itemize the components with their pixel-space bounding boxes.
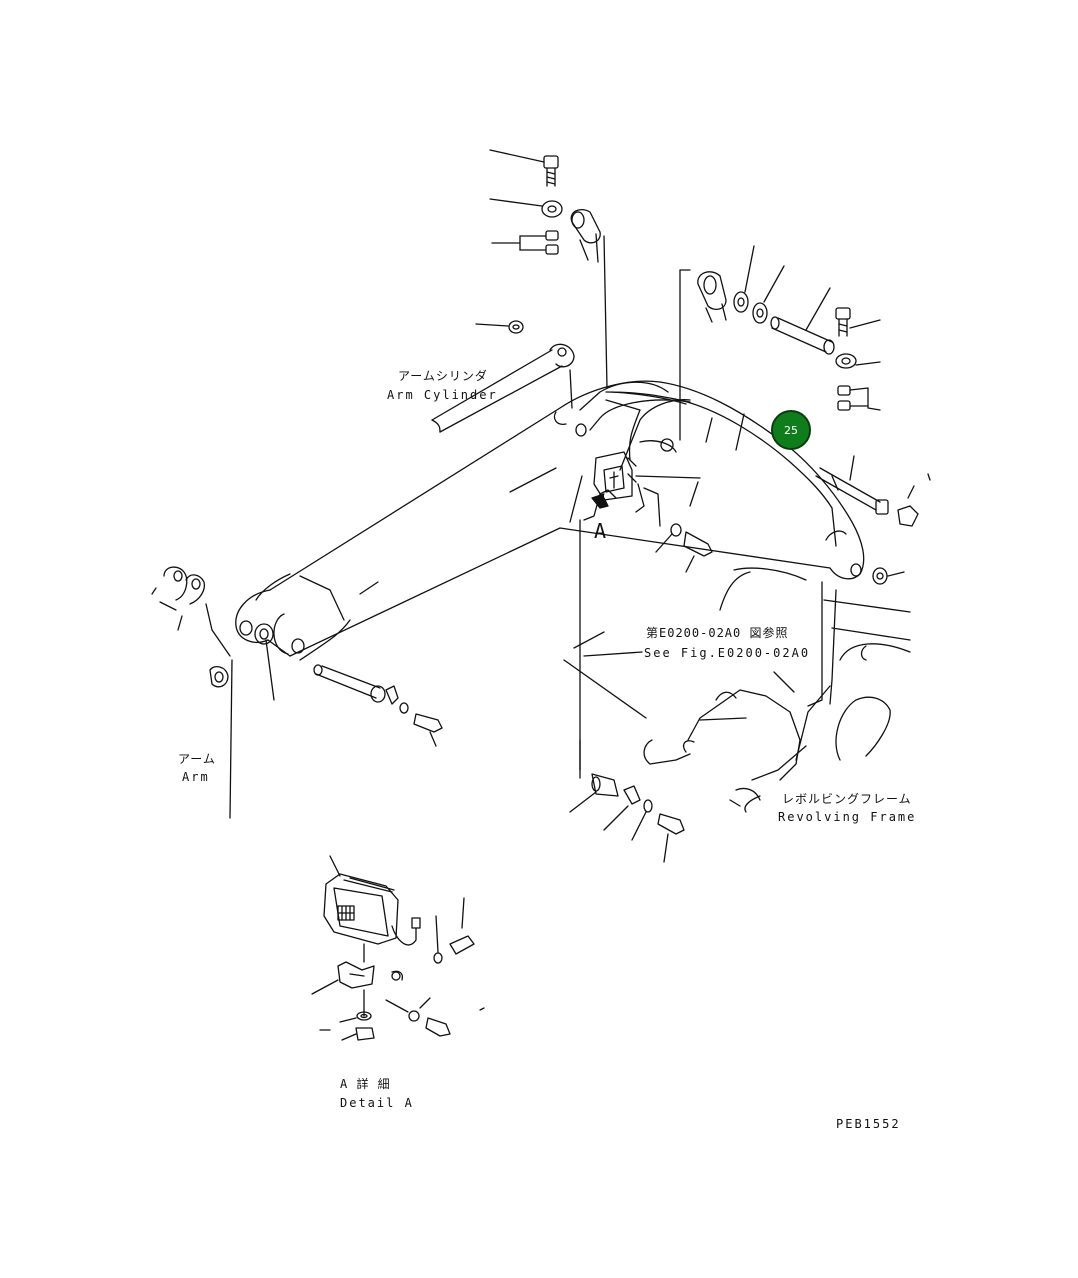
arm-cylinder-label-en: Arm Cylinder [387,388,498,402]
lower-bolt-part [657,813,685,863]
arm-bolt-part [683,531,713,573]
revolving-frame-part [563,567,911,813]
view-arrow-icon [591,493,609,509]
arm-washer-part [655,523,682,553]
lamp-cable [605,399,641,461]
detail-label-en: Detail A [340,1096,414,1110]
detail-label-jp: A 詳 細 [340,1077,391,1091]
foot-plate-part [385,685,409,714]
arm-leader [229,659,233,819]
see-fig-label-jp: 第E0200-02A0 図参照 [646,626,789,640]
arm-label-en: Arm [182,770,210,784]
elbow-fitting-part [897,473,931,527]
detail-nut-part [341,1027,375,1041]
figure-code: PEB1552 [836,1117,901,1131]
revolving-frame-label-en: Revolving Frame [778,810,917,824]
arm-cylinder-label-jp: アームシリンダ [398,369,488,383]
lower-washer-part [631,799,653,841]
top-nut-pair [491,230,559,255]
foot-pin-part [313,664,386,703]
right-bushing-part [679,269,727,441]
detail-bracket-part [311,943,404,1017]
see-fig-label-en: See Fig.E0200-02A0 [644,646,811,660]
hose-fitting-part [815,455,889,515]
work-lamp-part [593,451,701,527]
detail-bolt-part [433,897,475,964]
right-collar-part [835,353,881,369]
lower-pin-part [569,773,619,813]
hydraulic-line-2 [611,391,687,405]
right-nut-pair [837,385,881,411]
view-arrow-leader [583,489,617,521]
see-fig-leader [773,671,795,693]
arm-pin-leader [265,639,275,701]
foot-bolt-part [413,713,443,747]
arm-label-jp: アーム [178,752,216,766]
lower-plate-part [603,785,641,831]
detail-lamp-part [323,855,421,946]
top-collar-part [489,198,563,218]
top-center-line [603,235,608,389]
view-marker-a: A [594,519,607,543]
detail-lower-bolt-part [385,997,485,1037]
hydraulic-line [605,391,837,547]
top-bolt-part [489,149,559,187]
revolving-frame-label-jp: レボルビングフレーム [782,792,912,806]
right-collar-low-part [872,567,905,585]
right-washers [733,245,785,324]
callout-25-button[interactable]: 25 [771,410,811,450]
detail-washer-part [319,1011,372,1031]
right-bolt-part [835,307,881,337]
right-pin-part [770,287,835,355]
foot-pin-bracket [151,566,231,688]
top-bushing-part [570,208,601,263]
arm-part [235,380,865,661]
